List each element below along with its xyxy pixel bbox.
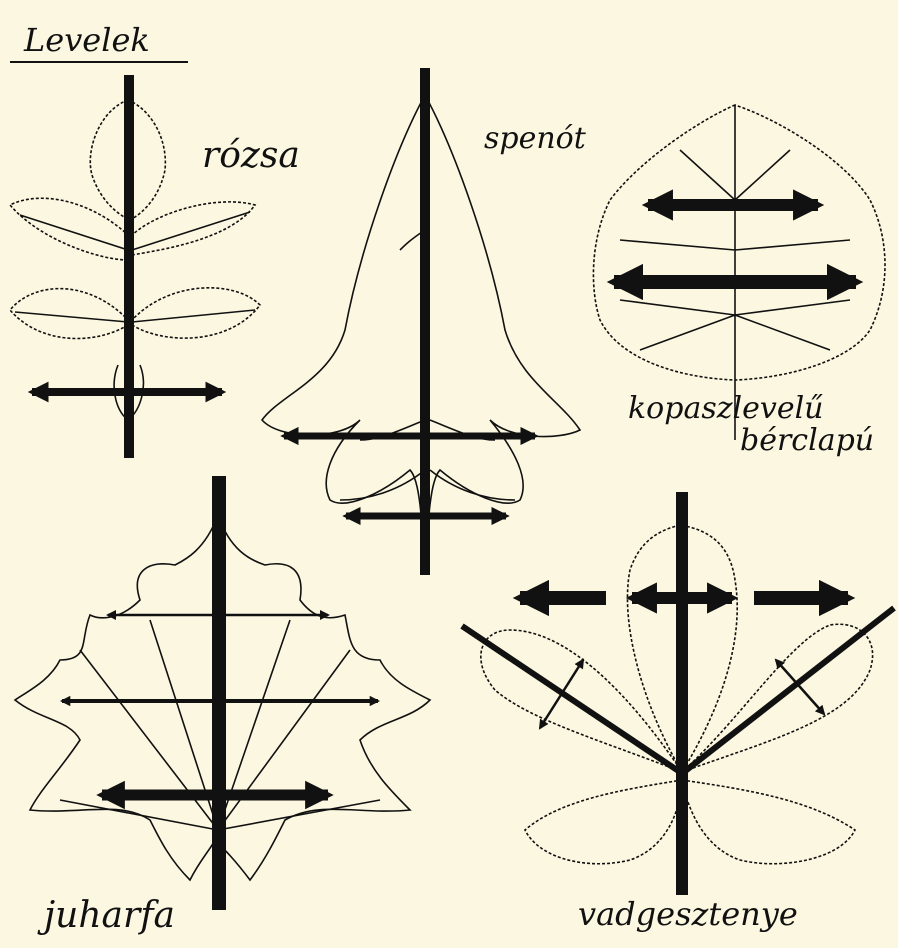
chestnut-arrow-diag-left xyxy=(540,660,583,728)
rose-label: rózsa xyxy=(202,138,300,174)
poplar-blade xyxy=(593,105,885,380)
rose-leaflet-lr xyxy=(132,288,260,338)
poplar-label-line1: kopaszlevelű xyxy=(628,394,824,424)
rose-leaflet-ul xyxy=(10,198,128,260)
poplar-leaf xyxy=(593,105,885,440)
chestnut-leaflet-lowleft xyxy=(525,780,682,864)
chestnut-leaflet-lowright xyxy=(682,780,855,864)
chestnut-diagonal-right xyxy=(684,608,894,772)
poplar-label-line2: bérclapú xyxy=(740,426,874,456)
spinach-label: spenót xyxy=(484,124,586,154)
rose-leaflet-ur xyxy=(132,202,255,255)
diagram-title: Levelek xyxy=(24,24,150,56)
chestnut-label: vadgesztenye xyxy=(578,898,798,930)
maple-label: juharfa xyxy=(44,898,175,934)
